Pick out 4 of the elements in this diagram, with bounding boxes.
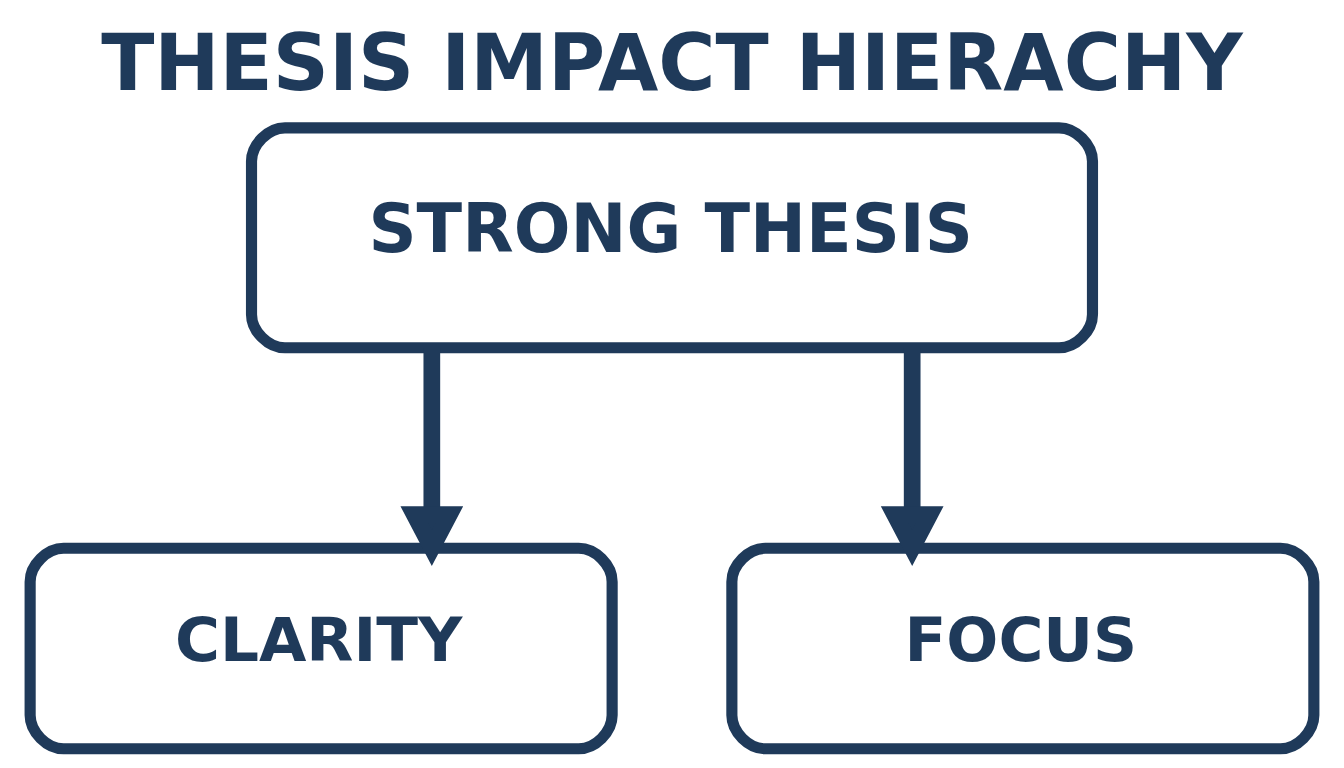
node-box: STRONG THESIS bbox=[245, 122, 1099, 354]
node-box: CLARITY bbox=[24, 542, 618, 755]
node-box: FOCUS bbox=[726, 542, 1320, 755]
diagram-title: THESIS IMPACT HIERACHY bbox=[101, 17, 1243, 108]
